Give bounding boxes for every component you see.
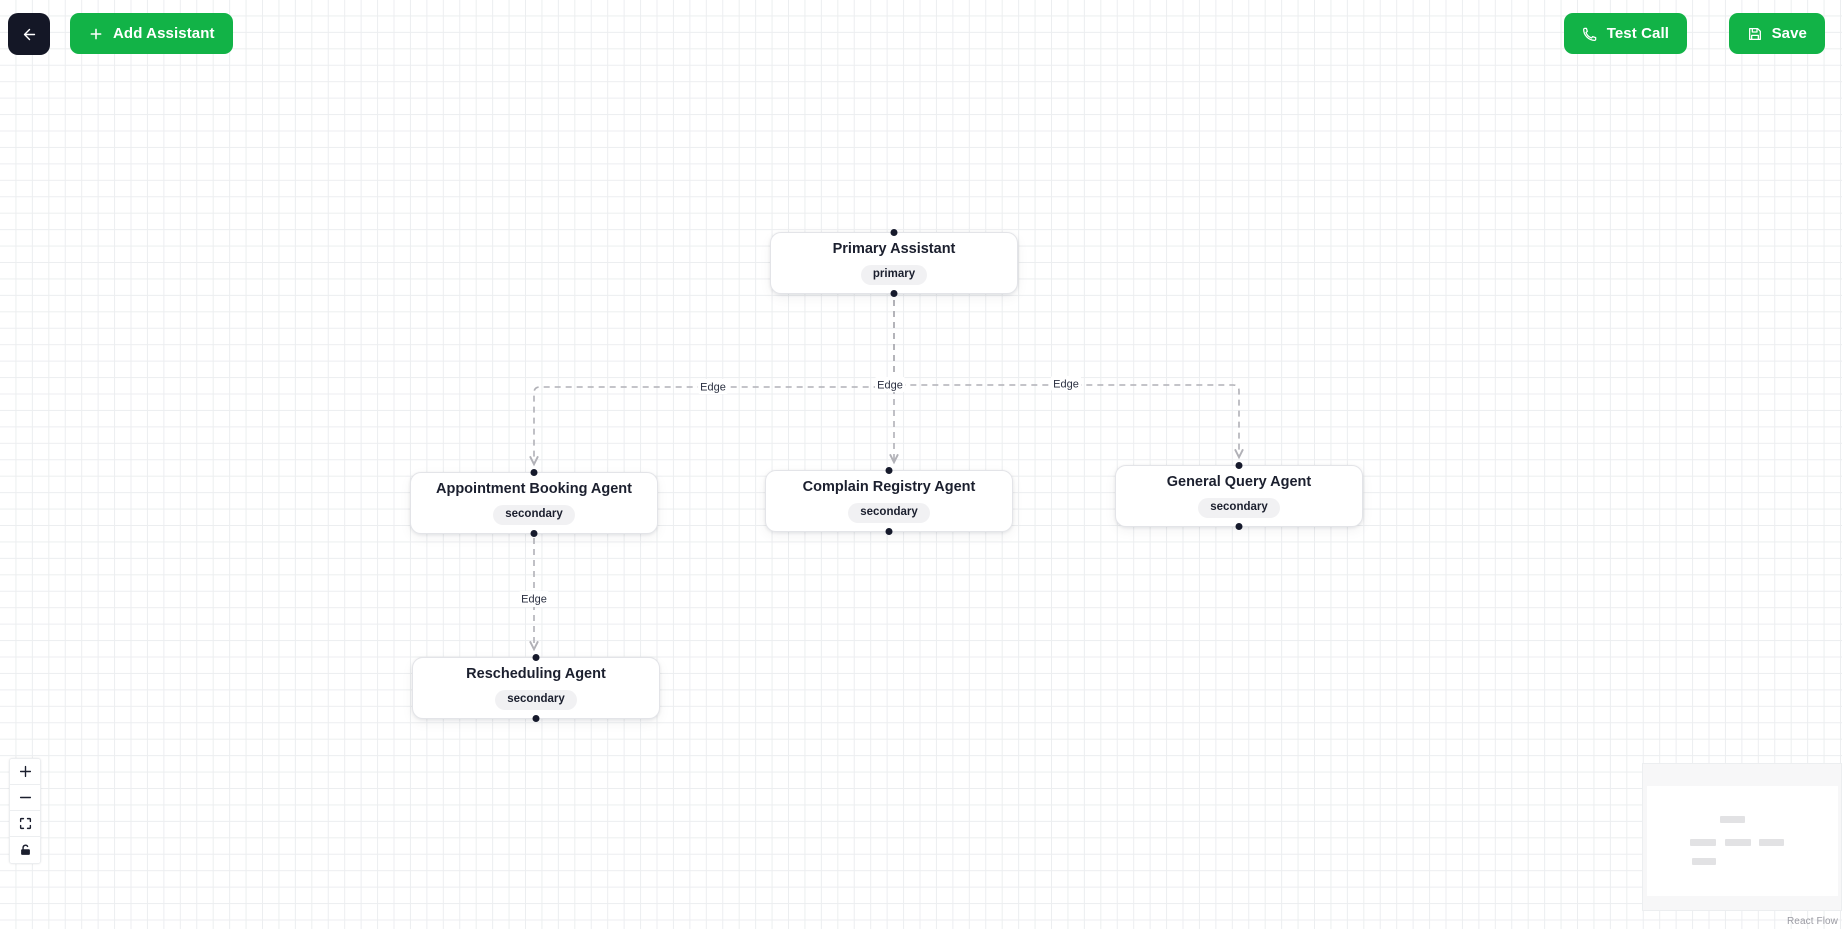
node-role-badge: secondary	[493, 504, 575, 526]
edge-label-text: Edge	[1053, 378, 1079, 390]
minimap-viewport-mask	[1647, 786, 1838, 896]
node-title: Primary Assistant	[832, 240, 956, 257]
phone-icon	[1582, 27, 1596, 41]
node-handle-target[interactable]	[532, 654, 540, 661]
top-toolbar: Add Assistant Test Call Save	[0, 0, 1842, 66]
minus-icon	[19, 796, 31, 799]
edge-label-text: Edge	[700, 381, 726, 393]
edge-label-primary-appointment[interactable]: Edge	[698, 379, 728, 394]
node-handle-source[interactable]	[532, 715, 540, 722]
edge-label-appointment-rescheduling[interactable]: Edge	[519, 591, 549, 607]
fit-view-button[interactable]	[10, 811, 40, 837]
node-handle-target[interactable]	[530, 469, 538, 476]
node-handle-target[interactable]	[885, 467, 893, 474]
minimap-node	[1759, 839, 1784, 846]
minimap-node	[1690, 839, 1716, 846]
node-title: Complain Registry Agent	[802, 478, 976, 495]
node-handle-source[interactable]	[885, 528, 893, 535]
fit-view-icon	[19, 817, 31, 830]
node-role-badge: secondary	[495, 689, 577, 711]
add-assistant-label: Add Assistant	[113, 25, 215, 42]
node-rescheduling-agent[interactable]: Rescheduling Agent secondary	[412, 654, 660, 722]
node-handle-target[interactable]	[1235, 462, 1243, 469]
lock-interactivity-button[interactable]	[10, 837, 40, 863]
save-button[interactable]: Save	[1728, 13, 1825, 54]
minimap-node	[1692, 858, 1716, 865]
minimap-node	[1720, 816, 1745, 823]
plus-icon	[19, 765, 31, 778]
node-handle-source[interactable]	[890, 290, 898, 297]
lock-icon	[20, 844, 30, 855]
node-handle-target[interactable]	[890, 229, 898, 236]
minimap-node	[1725, 839, 1751, 846]
node-role-badge: primary	[860, 264, 928, 286]
zoom-in-button[interactable]	[10, 759, 40, 785]
edge-label-primary-complain[interactable]: Edge	[875, 377, 905, 392]
node-title: Rescheduling Agent	[466, 665, 606, 682]
minimap[interactable]	[1642, 763, 1842, 911]
node-role-badge: secondary	[1198, 497, 1280, 519]
arrow-left-icon	[23, 28, 35, 40]
back-button[interactable]	[8, 13, 50, 55]
node-title: Appointment Booking Agent	[436, 480, 632, 497]
edge-label-primary-general[interactable]: Edge	[1051, 376, 1081, 391]
reactflow-attribution[interactable]: React Flow	[1786, 916, 1838, 927]
node-primary-assistant[interactable]: Primary Assistant primary	[770, 229, 1018, 297]
plus-icon	[90, 28, 102, 39]
node-title: General Query Agent	[1166, 473, 1312, 490]
zoom-controls	[9, 758, 41, 864]
node-role-badge: secondary	[848, 502, 930, 524]
add-assistant-button[interactable]: Add Assistant	[70, 13, 233, 54]
test-call-label: Test Call	[1606, 25, 1669, 42]
node-handle-source[interactable]	[1235, 523, 1243, 530]
node-complain-registry-agent[interactable]: Complain Registry Agent secondary	[765, 467, 1013, 535]
node-appointment-booking-agent[interactable]: Appointment Booking Agent secondary	[410, 469, 658, 537]
test-call-button[interactable]: Test Call	[1563, 13, 1687, 54]
node-handle-source[interactable]	[530, 530, 538, 537]
node-general-query-agent[interactable]: General Query Agent secondary	[1115, 462, 1363, 530]
save-label: Save	[1771, 25, 1807, 42]
zoom-out-button[interactable]	[10, 785, 40, 811]
edge-label-text: Edge	[521, 593, 547, 605]
edge-label-text: Edge	[877, 379, 903, 391]
save-disk-icon	[1748, 27, 1761, 40]
